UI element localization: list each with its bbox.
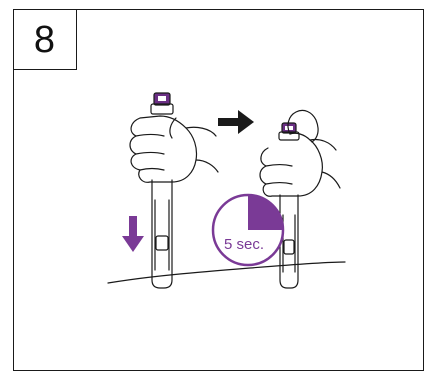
arrow-down-icon [122, 216, 144, 252]
right-hand [260, 110, 340, 196]
left-pen [151, 93, 173, 288]
timer-filled-segment [248, 195, 283, 230]
timer-label: 5 sec. [224, 236, 264, 253]
skin-line [108, 262, 345, 283]
right-pen [279, 123, 299, 288]
timer-icon: 5 sec. [213, 195, 283, 265]
left-hand [130, 116, 218, 182]
arrow-right-icon [218, 110, 254, 134]
